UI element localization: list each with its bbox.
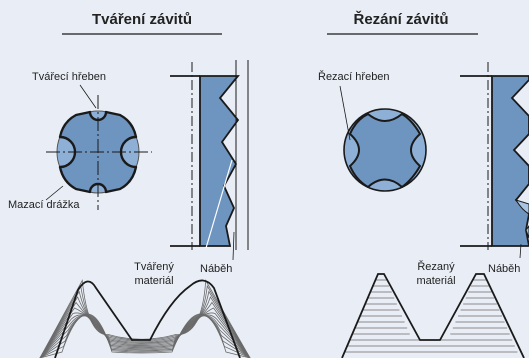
formed-material-grain-lines — [39, 279, 251, 358]
cutting-tap-cross-section — [343, 108, 427, 192]
forming-tap-side-profile — [170, 60, 249, 261]
cutting-title: Řezání závitů — [353, 10, 448, 28]
forming-panel: Tváření závitů Tvářecí hřeben Mazací drá… — [8, 11, 251, 358]
formed-material-label-2: materiál — [134, 275, 173, 287]
forming-groove-label: Mazací drážka — [8, 199, 80, 211]
forming-lead-leader — [232, 231, 235, 261]
forming-ridge-label: Tvářecí hřeben — [32, 71, 106, 83]
forming-thread-profile — [199, 75, 240, 247]
formed-material — [39, 279, 251, 358]
forming-groove-leader — [45, 185, 64, 201]
cutting-ridge-label: Řezací hřeben — [318, 70, 390, 83]
cutting-lead-leader — [519, 243, 522, 259]
forming-lead-label: Náběh — [200, 263, 232, 275]
cutting-lead-label: Náběh — [488, 263, 520, 275]
cut-material-label-2: materiál — [416, 275, 455, 287]
forming-title: Tváření závitů — [92, 11, 192, 28]
cutting-ridge-leader — [339, 85, 351, 141]
forming-tap-cross-section — [46, 95, 152, 210]
cutting-chip-1 — [525, 225, 529, 239]
cut-thread-outline — [341, 273, 525, 358]
cut-material — [341, 273, 525, 358]
forming-lead-taper-line — [205, 159, 233, 249]
formed-thread-outline — [54, 279, 241, 358]
cutting-panel: Řezání závitů Řezací hřeben Náběh Řezaný… — [318, 10, 529, 358]
formed-material-label-1: Tvářený — [134, 261, 174, 273]
cutting-thread-profile — [491, 75, 529, 247]
cutting-tap-fluted-body — [349, 113, 421, 188]
cut-material-label-1: Řezaný — [417, 260, 455, 273]
cutting-chip-2 — [514, 199, 529, 215]
cutting-tap-side-profile — [460, 62, 529, 259]
forming-ridge-leader — [79, 84, 97, 109]
